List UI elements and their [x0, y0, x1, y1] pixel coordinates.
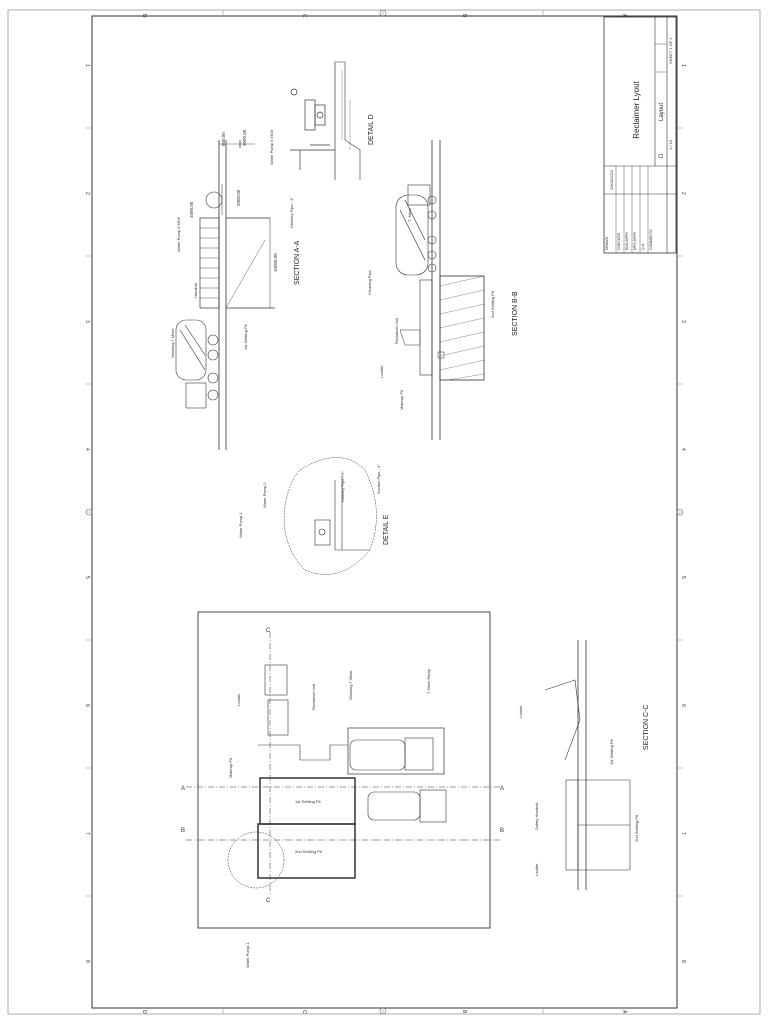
grid-right-3: 3	[680, 320, 686, 323]
section-cc: Loader 1st Settling Pit 2nd Settling Pit…	[518, 640, 650, 890]
bb-label-makeup: Makeup Pit	[399, 389, 404, 410]
grid-ticks	[86, 10, 683, 1014]
grid-left-5: 5	[84, 576, 90, 579]
grid-bottom: D C B A	[141, 1010, 627, 1014]
grid-left-4: 4	[84, 448, 90, 451]
plan-label-pit2: 2nd Settling Pit	[295, 849, 323, 854]
grid-right-4: 4	[680, 448, 686, 451]
title-detail-d: DETAIL D	[368, 114, 375, 145]
grid-bottom-3: B	[461, 1010, 467, 1014]
detail-e: Water Pump-2 Water Pump-1 Delivery Pipe …	[238, 457, 390, 575]
dim-10000: 10000.00	[273, 253, 278, 272]
grid-right-6: 6	[680, 704, 686, 707]
grid-left-6: 6	[84, 704, 90, 707]
detail-d: Water Pump 5.5KW Delivery Pipe - 3" DETA…	[269, 61, 375, 228]
d-label-delivery: Delivery Pipe - 3"	[289, 197, 294, 228]
row-drawn: DRAWN	[605, 236, 609, 250]
date-value: 13/03/2023	[609, 169, 614, 190]
grid-top: D C B A	[141, 14, 627, 18]
dim-3000: 3000.00	[242, 129, 247, 146]
e-label-pump1: Water Pump-1	[238, 512, 243, 538]
e-label-pump2: Water Pump-2	[262, 482, 267, 508]
dim-4000: 4000.00	[189, 201, 194, 218]
label-handrail: Handrail	[193, 283, 198, 298]
title-section-bb: SECTION B-B	[512, 291, 519, 336]
row-mfg: MFG APPR	[633, 231, 637, 250]
label-settling-pit-1: 1st Settling Pit	[243, 324, 248, 350]
grid-top-2: C	[301, 14, 307, 18]
e-label-delivery: Delivery Pipe - 3"	[340, 471, 345, 502]
section-bb: T- Mixer Cleaning Pipe Reclaimer Unit Lo…	[367, 140, 519, 440]
plan-label-pump1: Water Pump-1	[245, 942, 250, 968]
label-water-pump: Water Pump 5.5KW	[176, 217, 181, 252]
plan-label-washing: Washing T Mixer	[348, 670, 353, 700]
plan-label-reclaimer: Reclaimer Unit	[311, 683, 316, 710]
marker-a-left: A	[181, 786, 185, 792]
sheet-value: SHEET 1 OF 2	[668, 37, 673, 64]
row-comments: COMMENTS:	[649, 229, 653, 250]
plan-label-pit1: 1st Settling Pit	[295, 799, 321, 804]
grid-right-1: 1	[680, 64, 686, 67]
marker-a-right: A	[500, 786, 504, 792]
label-washing-mixer: Washing T Mixer	[170, 328, 175, 358]
title-section-aa: SECTION A-A	[294, 240, 301, 285]
grid-right-7: 7	[680, 832, 686, 835]
plan-label-makeup: Makeup Pit	[228, 757, 233, 778]
grid-left-3: 3	[84, 320, 90, 323]
row-checked: CHECKED	[617, 232, 621, 250]
cc-label-ladder: Ladder	[534, 863, 539, 876]
bb-label-reclaimer: Reclaimer Unit	[394, 317, 399, 344]
section-aa: 800.00 3000.00 2000.00 4000.00 10000.00 …	[170, 129, 301, 450]
cc-label-handrail: Safety Handrail	[534, 803, 539, 830]
drawing-title: Reclaimer Lyout	[632, 80, 641, 138]
bb-label-cleaning: Cleaning Pipe	[367, 269, 372, 295]
grid-top-4: A	[621, 14, 627, 18]
grid-top-3: B	[461, 14, 467, 18]
marker-b-left: B	[181, 828, 185, 834]
grid-left: 1 2 3 4 5 6 7 8	[84, 64, 90, 963]
row-qa: Q.A.	[641, 243, 645, 250]
cc-label-pit1: 1st Settling Pit	[609, 739, 614, 765]
inner-border	[91, 15, 678, 1009]
outer-border	[7, 9, 761, 1015]
title-section-cc: SECTION C-C	[643, 705, 650, 751]
dim-800: 800.00	[221, 132, 226, 146]
marker-b-right: B	[500, 828, 504, 834]
dim-2000: 2000.00	[236, 189, 241, 206]
row-eng: ENG APPR	[625, 232, 629, 250]
plan-view: A A B B C C Loader Reclaimer Unit Washin…	[181, 611, 504, 968]
marker-c-bottom: C	[266, 898, 271, 904]
grid-bottom-1: D	[141, 1010, 147, 1014]
grid-left-8: 8	[84, 960, 90, 963]
plan-label-ramp: T Mixer Ramp	[426, 668, 431, 694]
d-label-pump: Water Pump 5.5KW	[269, 130, 274, 165]
grid-right-2: 2	[680, 192, 686, 195]
grid-left-7: 7	[84, 832, 90, 835]
grid-left-2: 2	[84, 192, 90, 195]
e-label-suction: Suction Pipe - 4"	[376, 464, 381, 494]
bb-label-pit2: 2nd Settling Pit	[490, 290, 495, 318]
size-value: D	[659, 153, 665, 158]
grid-right: 1 2 3 4 5 6 7 8	[680, 64, 686, 963]
cc-label-loader: Loader	[518, 705, 523, 718]
title-detail-e: DETAIL E	[383, 514, 390, 545]
marker-c-top: C	[266, 628, 271, 634]
bb-label-loader: Loader	[379, 365, 384, 378]
grid-right-8: 8	[680, 960, 686, 963]
drawing-subtitle: Layout	[659, 103, 665, 121]
centering-marks	[85, 9, 684, 1015]
plan-label-loader: Loader	[236, 693, 241, 706]
cc-label-pit2: 2nd Settling Pit	[634, 814, 639, 842]
grid-bottom-4: A	[621, 1010, 627, 1014]
title-block: Reclaimer Lyout Layout D 1 / 10 SHEET 1 …	[603, 16, 677, 254]
grid-top-1: D	[141, 14, 147, 18]
grid-left-1: 1	[84, 64, 90, 67]
grid-bottom-2: C	[301, 1010, 307, 1014]
grid-right-5: 5	[680, 576, 686, 579]
scale-value: 1 / 10	[668, 139, 673, 150]
bb-label-mixer: T- Mixer	[407, 207, 412, 222]
